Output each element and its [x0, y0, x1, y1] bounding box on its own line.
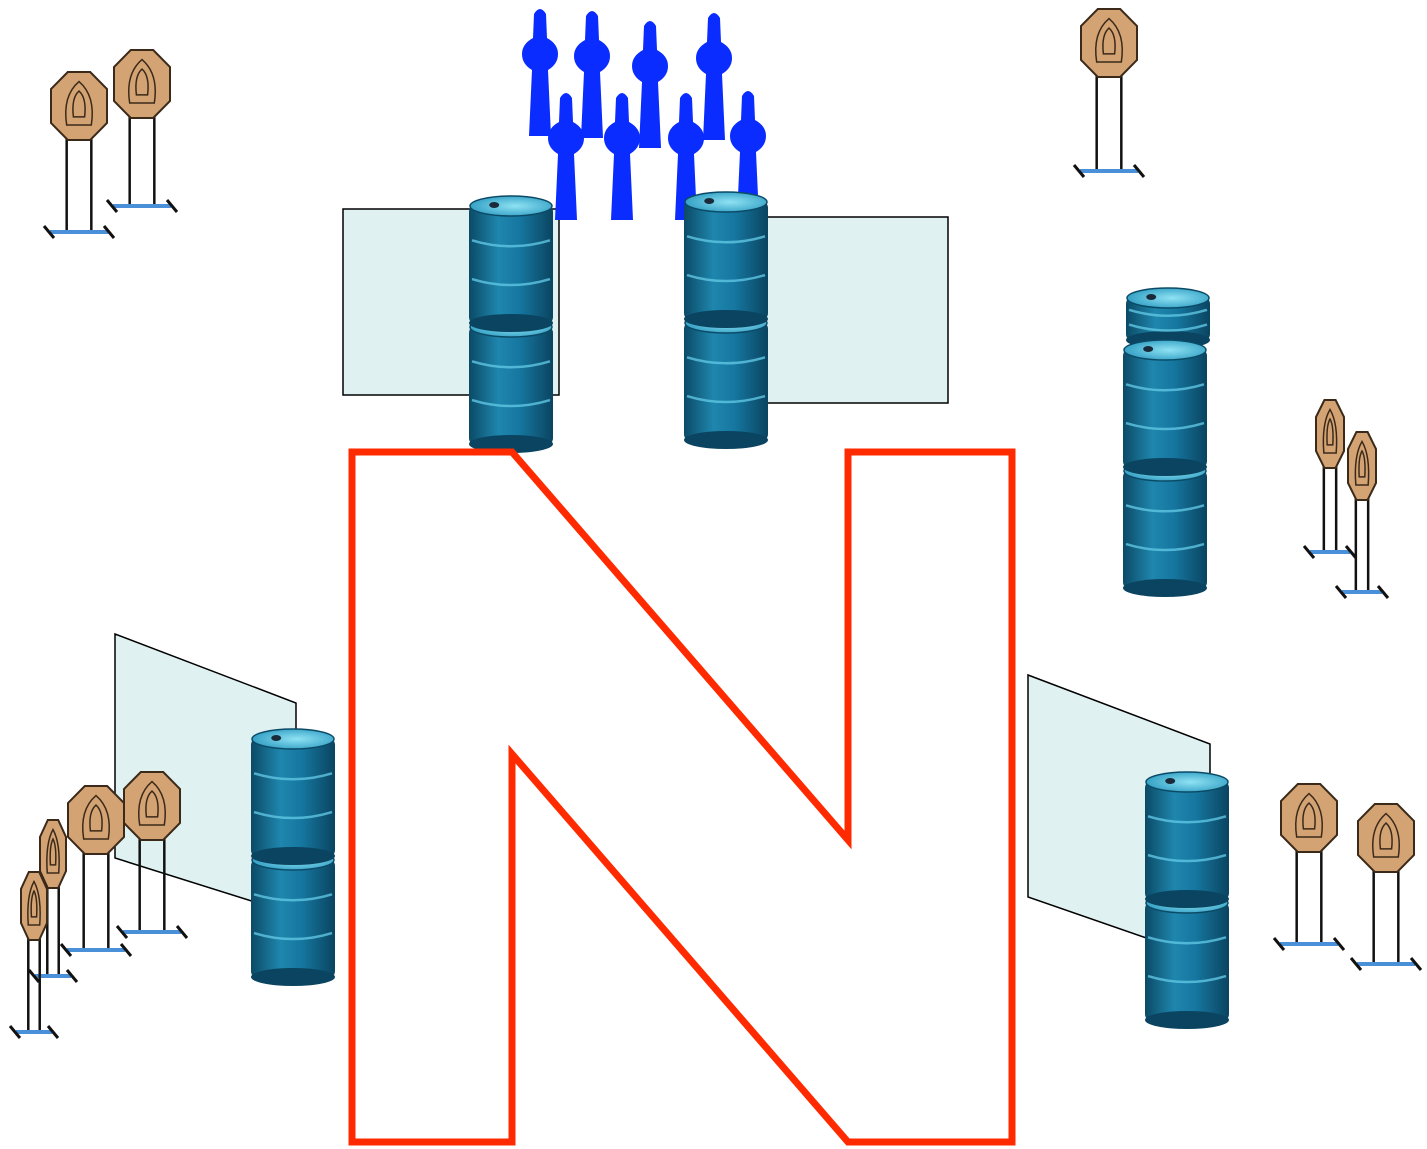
target-bottom-left-4: [8, 871, 60, 1039]
barrel-stack-right-lower: [1145, 771, 1229, 1029]
no-shoot-figure: [574, 11, 610, 138]
target-top-left-1: [42, 71, 116, 239]
barrel-stack-top-left: [469, 195, 553, 453]
wall-top-right: [732, 216, 949, 404]
target-top-right: [1072, 8, 1146, 178]
no-shoot-figure: [668, 93, 704, 220]
barrel-stack-left-lower: [251, 728, 335, 986]
barrel-stack-right-middle: [1123, 339, 1207, 597]
no-shoot-figure: [632, 21, 668, 148]
target-right-middle-1: [1302, 399, 1358, 559]
no-shoot-figure: [604, 93, 640, 220]
no-shoot-figure: [522, 9, 558, 136]
no-shoot-figure: [696, 13, 732, 140]
target-bottom-right-1: [1272, 783, 1346, 951]
n-shaped-shooting-area: [348, 448, 1016, 1146]
target-top-left-2: [105, 49, 179, 213]
target-bottom-left-2: [115, 771, 189, 939]
target-bottom-right-2: [1349, 803, 1423, 971]
target-bottom-left-1: [59, 785, 133, 957]
target-right-middle-2: [1334, 431, 1390, 599]
barrel-stack-top-right: [684, 191, 768, 449]
no-shoot-figure: [730, 91, 766, 218]
no-shoot-figure: [548, 93, 584, 220]
